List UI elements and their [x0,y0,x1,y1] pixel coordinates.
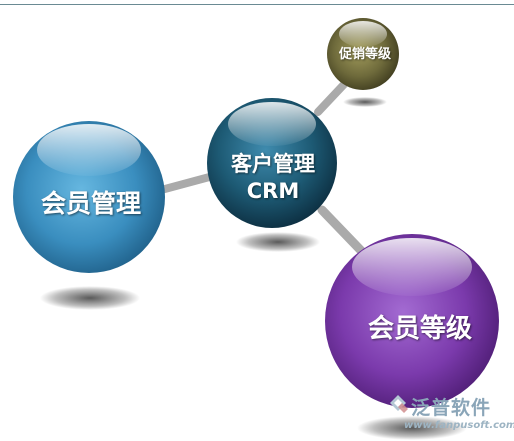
brand-text: 泛普软件 [411,397,492,419]
label-crm-line2: CRM [246,179,300,203]
top-divider [0,4,514,5]
node-crm-center [207,98,337,228]
label-member-mgmt: 会员管理 [40,189,141,218]
shadow-level [357,416,467,440]
shadow-center [236,232,320,252]
label-promo-level: 促销等级 [338,47,391,62]
label-crm-center: 客户管理 CRM [205,151,341,205]
brand-logo-icon [390,395,408,413]
label-member-level: 会员等级 [367,314,472,344]
brand-url: www.fanpusoft.com [404,420,514,431]
node-member-level [325,234,499,408]
brand-watermark: 泛普软件 www.fanpusoft.com [386,392,514,438]
label-crm-line1: 客户管理 [231,152,315,176]
shadow-mgmt [40,286,140,310]
node-promo-level [327,18,399,90]
node-member-mgmt [13,121,165,273]
shadow-promo [343,97,387,107]
